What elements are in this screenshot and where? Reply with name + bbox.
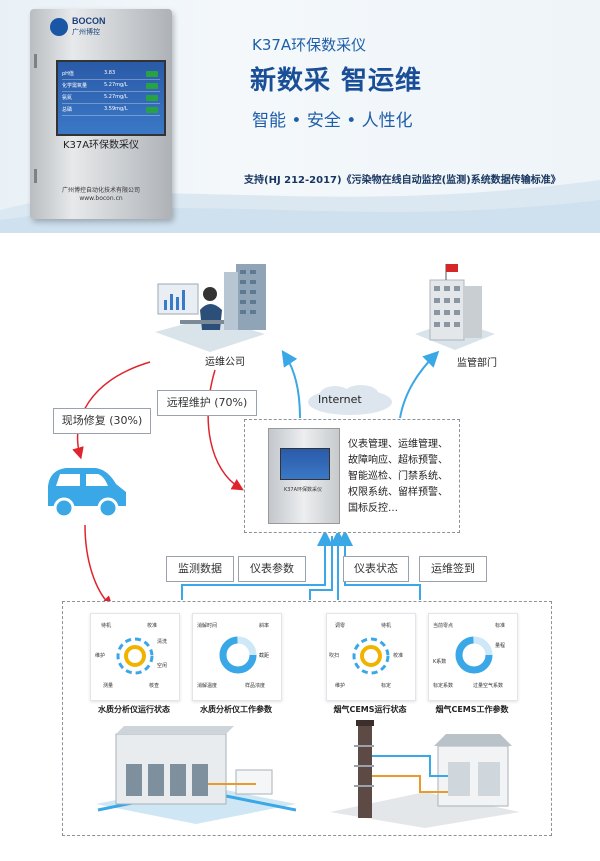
- ring-chart-icon: [219, 636, 257, 674]
- panel-title: 烟气CEMS运行状态: [333, 705, 407, 714]
- bocon-logo-icon: [50, 18, 68, 36]
- data-label-checkin: 运维签到: [419, 556, 487, 582]
- tagline: 智能 • 安全 • 人性化: [252, 111, 413, 131]
- feature-line: 国标反控…: [348, 503, 398, 514]
- device-model-label: K37A环保数采仪: [62, 140, 140, 151]
- data-collector-model: K37A环保数采仪: [283, 487, 323, 493]
- gear-icon: [352, 637, 390, 675]
- regulator-illustration: [415, 264, 495, 350]
- data-label-params: 仪表参数: [238, 556, 306, 582]
- panel-title: 水质分析仪运行状态: [98, 705, 170, 714]
- banner-wave-decoration: [0, 180, 600, 233]
- standard-note: 支持(HJ 212-2017)《污染物在线自动监控(监测)系统数据传输标准》: [244, 175, 561, 186]
- panel-cems-status: 调零 待机 校准 维护 标定 吹扫: [326, 613, 416, 701]
- data-collector-screen: [280, 448, 330, 480]
- panel-water-params: 消解时间 斜率 截距 消解温度 样品浓度: [192, 613, 282, 701]
- panel-title: 水质分析仪工作参数: [200, 705, 272, 714]
- arrow-data-1: [181, 530, 333, 600]
- arrow-up-regulator: [399, 350, 440, 419]
- arrow-to-car: [72, 361, 151, 460]
- internet-label: Internet: [318, 393, 362, 406]
- regulator-label: 监管部门: [457, 358, 497, 369]
- feature-line: 仪表管理、运维管理、: [348, 439, 448, 450]
- feature-line: 权限系统、留样预警、: [348, 487, 448, 498]
- device-hinge: [34, 169, 37, 183]
- arrow-data-2: [309, 536, 333, 600]
- device-hinge: [34, 54, 37, 68]
- data-label-status: 仪表状态: [343, 556, 409, 582]
- headline: 新数采 智运维: [250, 66, 423, 96]
- device-brand-cn: 广州博控: [72, 28, 100, 36]
- ops-company-illustration: [155, 264, 266, 352]
- panel-title: 烟气CEMS工作参数: [435, 705, 509, 714]
- cems-chimney-illustration: [330, 720, 520, 828]
- feature-list: 仪表管理、运维管理、 故障响应、超标预警、 智能巡检、门禁系统、 权限系统、留样…: [348, 437, 458, 517]
- internet-cloud-icon: [308, 385, 392, 415]
- feature-line: 智能巡检、门禁系统、: [348, 471, 448, 482]
- data-label-monitoring: 监测数据: [166, 556, 234, 582]
- remote-maintenance-label: 远程维护 (70%): [157, 390, 257, 416]
- device-company-label: 广州博控自动化技术有限公司: [61, 187, 140, 194]
- panel-water-status: 待机 校准 维护 清洗 空闲 测量 核查: [90, 613, 180, 701]
- onsite-repair-label: 现场修复 (30%): [53, 408, 151, 434]
- service-car-icon: [48, 468, 126, 519]
- arrow-up-ops: [281, 350, 301, 419]
- ring-chart-icon: [455, 636, 493, 674]
- gear-icon: [116, 637, 154, 675]
- product-name: K37A环保数采仪: [252, 36, 367, 54]
- device-logo: BOCON 广州博控: [50, 16, 160, 40]
- arrow-to-site: [84, 524, 114, 609]
- feature-line: 故障响应、超标预警、: [348, 455, 448, 466]
- device-url-label: www.bocon.cn: [79, 195, 123, 202]
- panel-cems-params: 当前零点 标准 量程 K系数 标定系数 过量空气系数: [428, 613, 518, 701]
- arrow-remote: [207, 369, 244, 491]
- ops-company-label: 运维公司: [205, 357, 245, 368]
- device-brand: BOCON: [72, 16, 106, 26]
- water-station-illustration: [96, 726, 296, 824]
